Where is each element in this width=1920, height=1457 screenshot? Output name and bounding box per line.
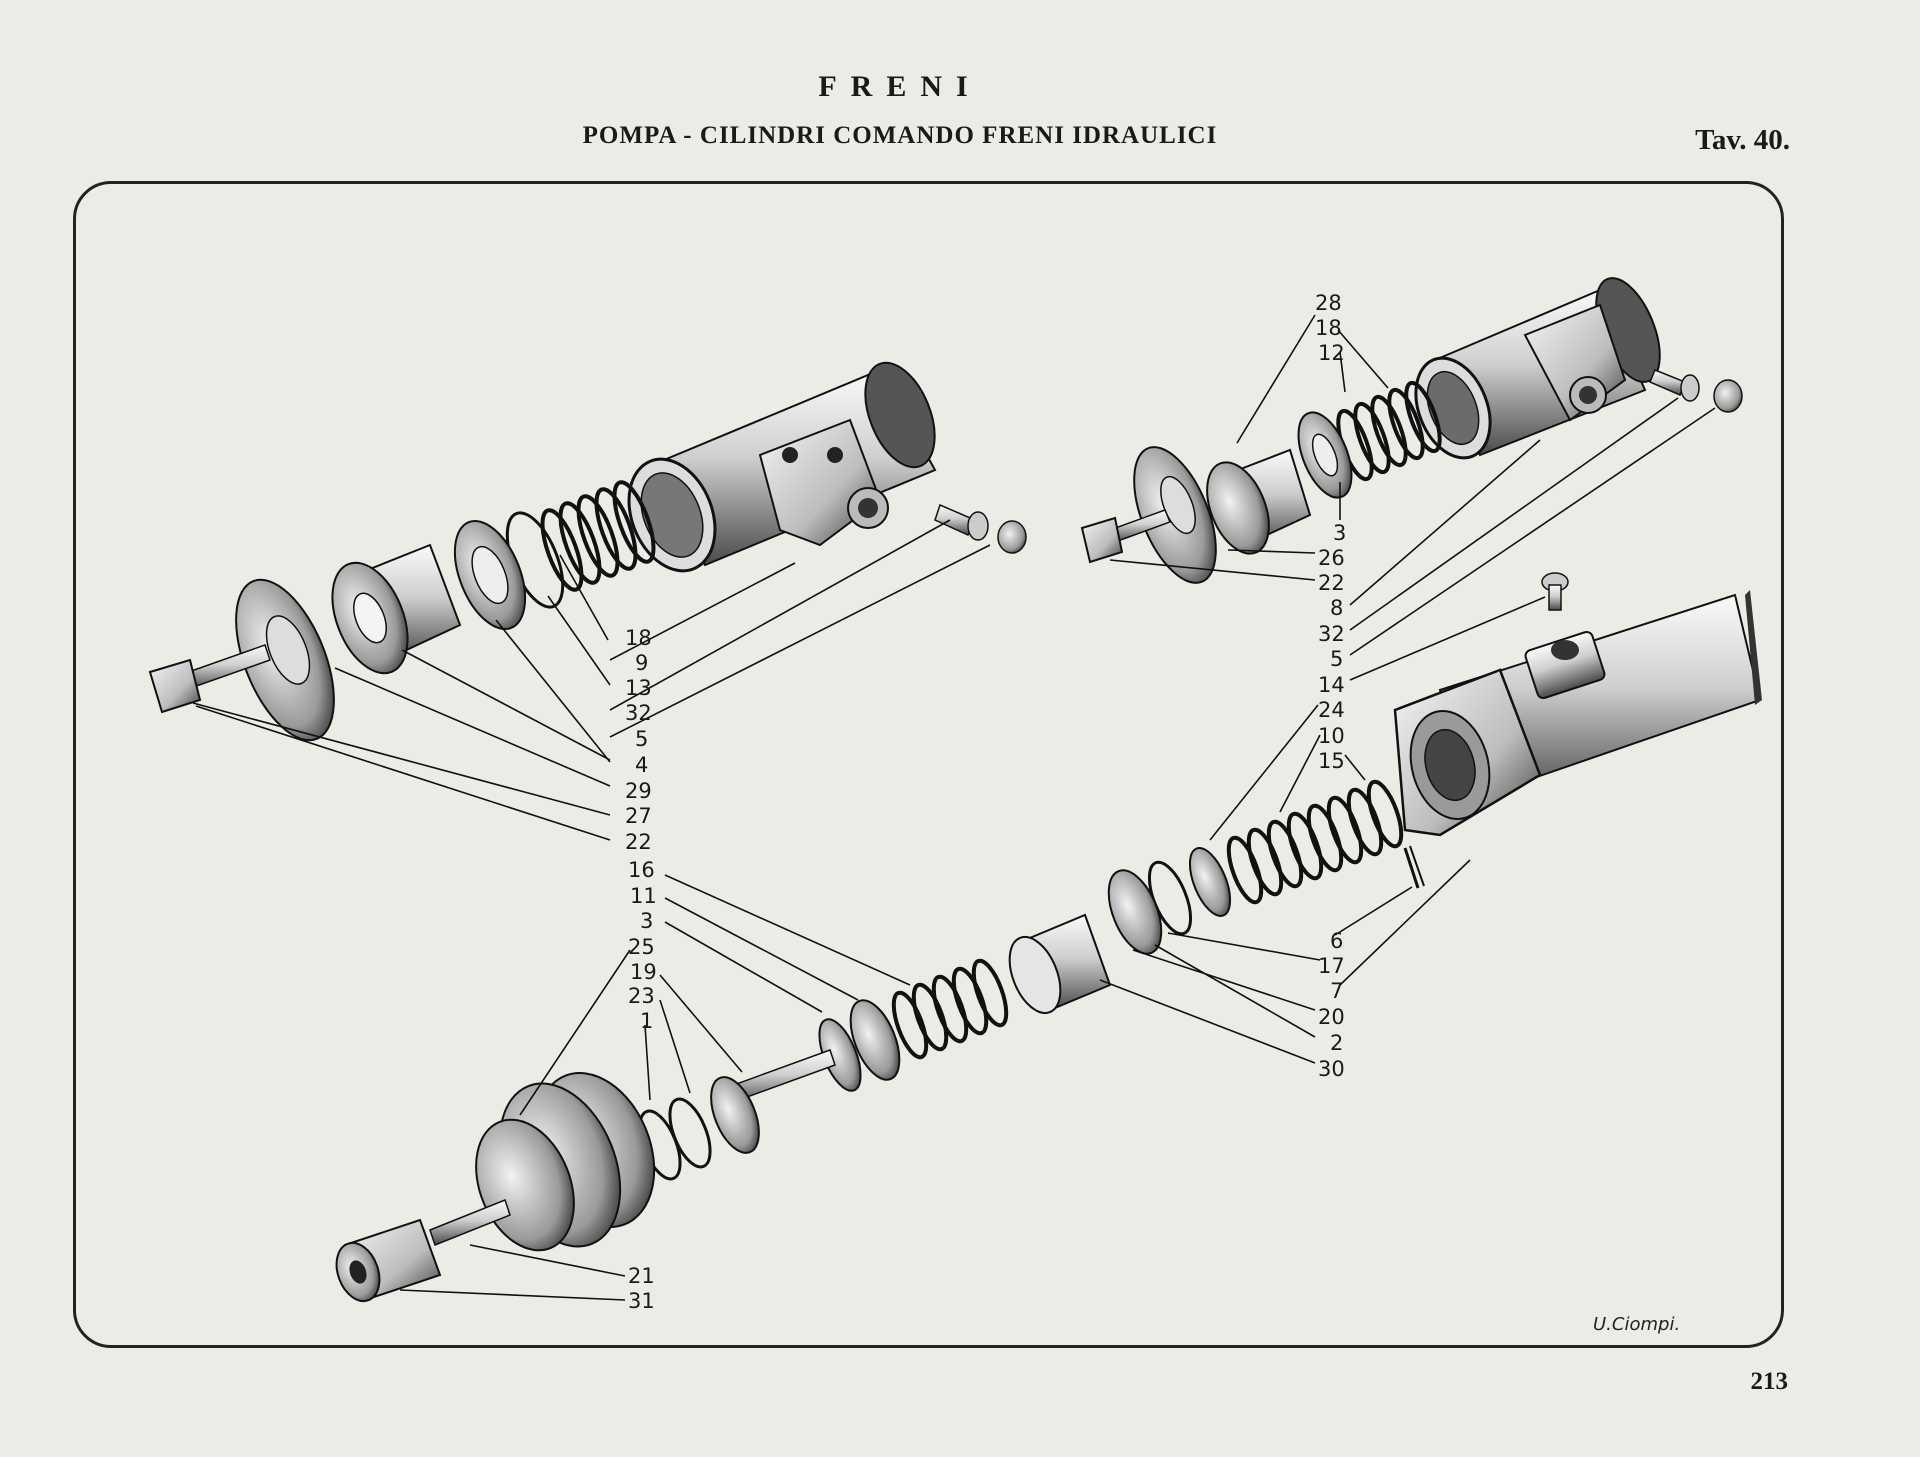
master-cylinder-assembly <box>335 572 1762 1303</box>
right-cup-seals <box>1297 411 1353 499</box>
master-piston <box>1008 913 1112 1014</box>
page-number: 213 <box>1750 1368 1789 1395</box>
left-dust-boot <box>235 578 335 742</box>
callout: 15 <box>1318 749 1345 773</box>
callout: 14 <box>1318 673 1345 697</box>
master-spring <box>1226 779 1404 905</box>
left-cylinder-body <box>627 361 937 573</box>
callout: 31 <box>628 1289 655 1313</box>
callout: 6 <box>1330 929 1343 953</box>
callout: 13 <box>625 676 652 700</box>
callout: 28 <box>1315 291 1342 315</box>
callout: 26 <box>1318 546 1345 570</box>
master-valve <box>1107 847 1232 955</box>
callout: 12 <box>1318 341 1345 365</box>
right-push-rod <box>1080 509 1171 564</box>
artist-signature: U.Ciompi. <box>1593 1314 1680 1335</box>
callout: 9 <box>635 651 648 675</box>
right-piston <box>1206 448 1312 555</box>
callout: 4 <box>635 753 648 777</box>
left-piston <box>331 543 462 675</box>
callout: 22 <box>1318 571 1345 595</box>
callout-labels: 18 9 13 32 5 4 29 27 22 28 18 12 3 26 22… <box>625 291 1346 1313</box>
callout: 27 <box>625 804 652 828</box>
page-subtitle: POMPA - CILINDRI COMANDO FRENI IDRAULICI <box>582 122 1218 149</box>
callout: 5 <box>635 727 648 751</box>
callout: 22 <box>625 830 652 854</box>
reservoir-filler-screw <box>1541 572 1569 611</box>
left-spring <box>540 480 656 592</box>
callout: 25 <box>628 935 655 959</box>
callout: 29 <box>625 779 652 803</box>
callout: 20 <box>1318 1005 1345 1029</box>
left-cup-seals <box>453 511 565 631</box>
callout: 11 <box>630 884 657 908</box>
leader-lines <box>192 314 1716 1301</box>
page-title: FRENI <box>818 70 982 103</box>
callout: 18 <box>1315 316 1342 340</box>
cotter-pin <box>1403 845 1425 889</box>
master-cylinder-body <box>1393 590 1762 837</box>
callout: 3 <box>640 909 653 933</box>
callout: 17 <box>1318 954 1345 978</box>
callout: 7 <box>1330 979 1343 1003</box>
callout: 1 <box>640 1009 653 1033</box>
callout: 16 <box>628 858 655 882</box>
callout: 8 <box>1330 596 1343 620</box>
callout: 3 <box>1333 521 1346 545</box>
callout: 2 <box>1330 1031 1343 1055</box>
callout: 30 <box>1318 1057 1345 1081</box>
left-wheel-cylinder-assembly <box>148 361 1027 742</box>
callout: 18 <box>625 626 652 650</box>
callout: 32 <box>1318 622 1345 646</box>
callout: 21 <box>628 1264 655 1288</box>
master-secondary-spring <box>891 958 1009 1060</box>
master-adjuster-nut <box>335 1199 511 1303</box>
right-bleeder-screw <box>1649 369 1743 413</box>
right-wheel-cylinder-assembly <box>1080 277 1743 584</box>
left-bleeder-screw <box>934 503 1027 554</box>
callout: 23 <box>628 984 655 1008</box>
callout: 32 <box>625 701 652 725</box>
plate-number: Tav. 40. <box>1695 124 1790 156</box>
master-rubber-boot <box>475 1072 656 1252</box>
callout: 5 <box>1330 647 1343 671</box>
right-cylinder-body <box>1414 277 1661 460</box>
callout: 24 <box>1318 698 1345 722</box>
callout: 19 <box>630 960 657 984</box>
master-push-rod <box>638 1049 836 1181</box>
diagram-frame <box>73 181 1784 1348</box>
callout: 10 <box>1318 724 1345 748</box>
left-push-rod <box>148 644 271 714</box>
